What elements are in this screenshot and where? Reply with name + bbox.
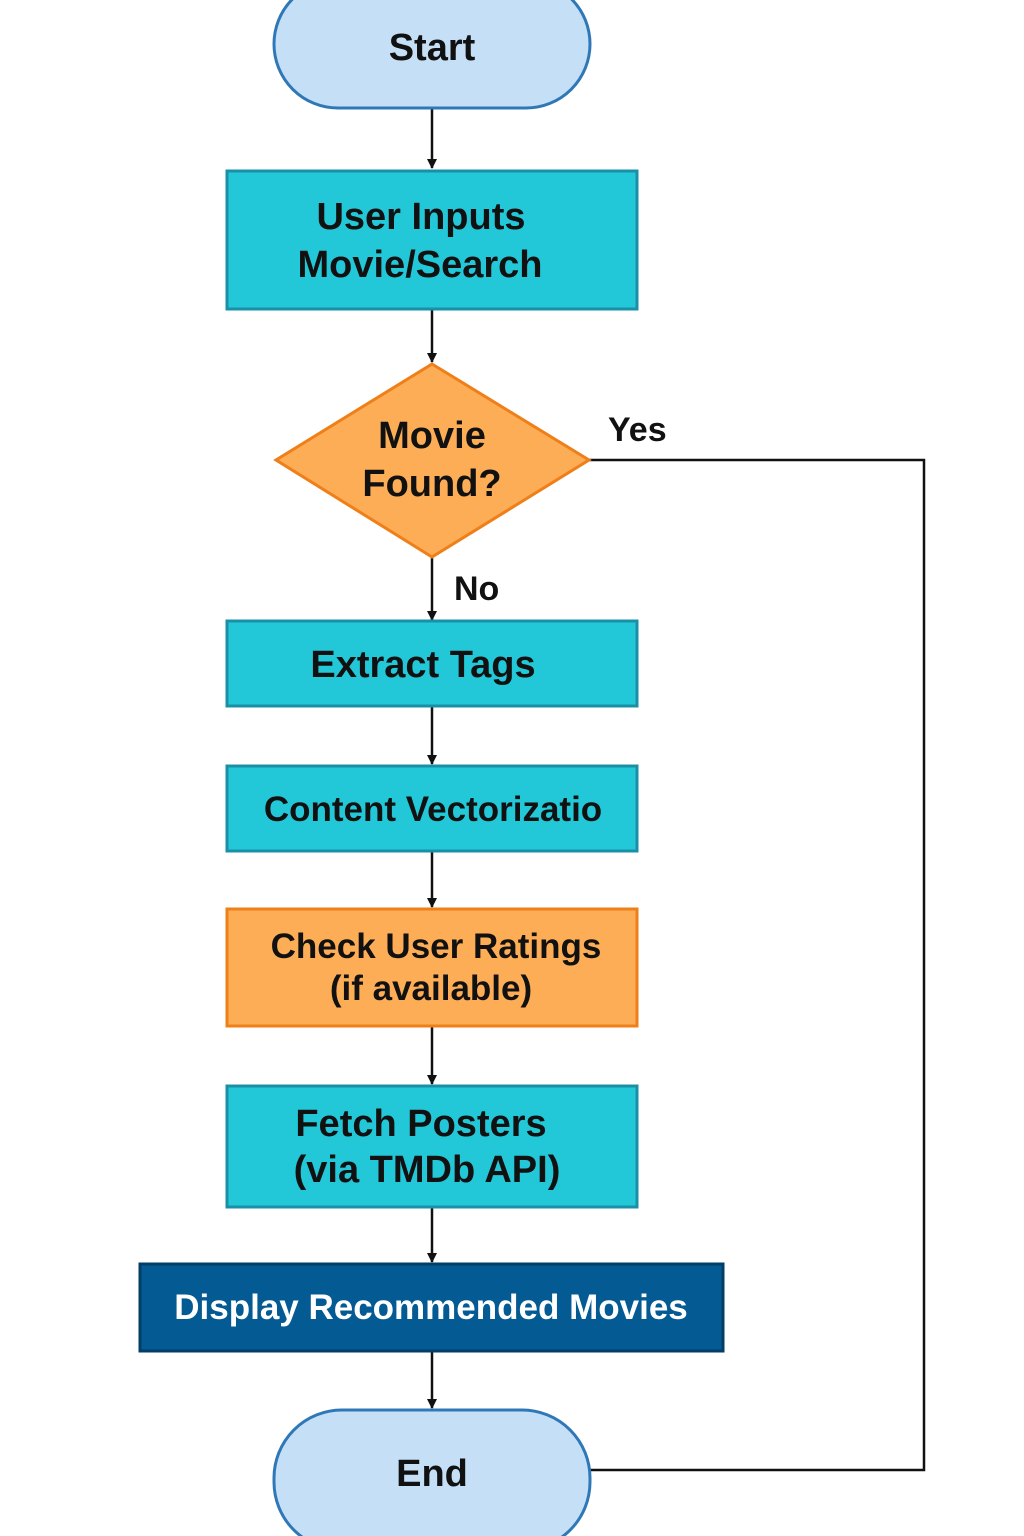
- end-terminal: End: [272, 1408, 592, 1536]
- display-recommended-process: Display Recommended Movies: [138, 1262, 725, 1353]
- start-terminal: Start: [272, 0, 592, 110]
- decision-label-line1: Movie: [378, 415, 486, 457]
- decision-shape: [273, 362, 592, 559]
- check-ratings-label-line1: Check User Ratings: [271, 927, 602, 966]
- content-vectorization-label: Content Vectorizatio: [264, 790, 602, 829]
- extract-tags-shape: [225, 619, 639, 708]
- content-vectorization-shape: [225, 764, 639, 853]
- start-label: Start: [389, 27, 476, 69]
- display-recommended-shape: [138, 1262, 725, 1353]
- user-inputs-process: User Inputs Movie/Search: [225, 169, 639, 311]
- content-vectorization-process: Content Vectorizatio: [225, 764, 639, 853]
- start-shape: [272, 0, 592, 110]
- yes-branch-line: [588, 458, 926, 1472]
- no-edge-label: No: [454, 570, 499, 608]
- check-ratings-process: Check User Ratings (if available): [225, 907, 639, 1028]
- movie-found-decision: Movie Found?: [273, 362, 592, 559]
- check-ratings-shape: [225, 907, 639, 1028]
- fetch-posters-label-line1: Fetch Posters: [295, 1103, 546, 1145]
- fetch-posters-shape: [225, 1084, 639, 1209]
- decision-label-line2: Found?: [362, 463, 501, 505]
- user-inputs-label-line1: User Inputs: [316, 196, 525, 238]
- end-label: End: [396, 1453, 468, 1495]
- extract-tags-label: Extract Tags: [310, 644, 535, 686]
- fetch-posters-label-line2: (via TMDb API): [294, 1149, 561, 1191]
- fetch-posters-process: Fetch Posters (via TMDb API): [225, 1084, 639, 1209]
- yes-edge-label: Yes: [608, 411, 667, 449]
- check-ratings-label-line2: (if available): [330, 969, 532, 1008]
- user-inputs-label-line2: Movie/Search: [298, 244, 543, 286]
- connectors: [427, 108, 926, 1472]
- end-shape: [272, 1408, 592, 1536]
- user-inputs-shape: [225, 169, 639, 311]
- extract-tags-process: Extract Tags: [225, 619, 639, 708]
- display-recommended-label: Display Recommended Movies: [174, 1288, 688, 1327]
